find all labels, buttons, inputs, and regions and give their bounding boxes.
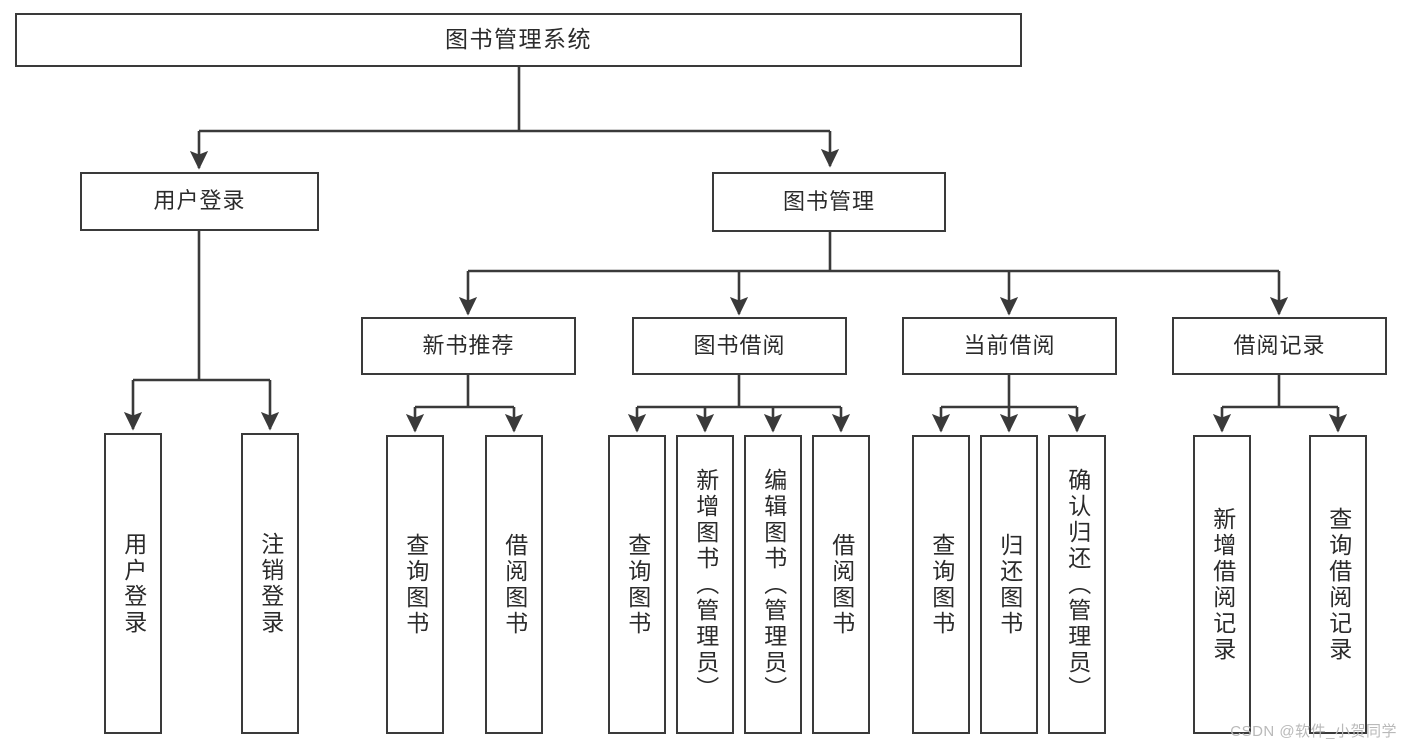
node-borrow-record-label: 借阅记录 xyxy=(1233,332,1326,358)
node-root[interactable]: 图书管理系统 xyxy=(15,13,1022,67)
node-current-borrow-label: 当前借阅 xyxy=(963,332,1056,358)
node-leaf-query-book-2-label: 查询图书 xyxy=(624,532,651,637)
node-leaf-borrow-book-2[interactable]: 借阅图书 xyxy=(812,435,870,734)
node-leaf-add-record[interactable]: 新增借阅记录 xyxy=(1193,435,1251,734)
node-leaf-logout-label: 注销登录 xyxy=(257,531,284,636)
node-leaf-add-book-label: 新增图书（管理员） xyxy=(692,467,719,702)
node-leaf-query-book-3-label: 查询图书 xyxy=(928,532,955,637)
node-leaf-query-book-2[interactable]: 查询图书 xyxy=(608,435,666,734)
node-user-login-label: 用户登录 xyxy=(153,188,246,214)
node-leaf-query-book-1-label: 查询图书 xyxy=(402,532,429,637)
node-leaf-edit-book-label: 编辑图书（管理员） xyxy=(760,467,787,702)
node-book-manage-label: 图书管理 xyxy=(782,188,875,214)
node-leaf-query-book-3[interactable]: 查询图书 xyxy=(912,435,970,734)
node-leaf-confirm-return[interactable]: 确认归还（管理员） xyxy=(1048,435,1106,734)
node-leaf-borrow-book-1-label: 借阅图书 xyxy=(501,532,528,637)
node-leaf-confirm-return-label: 确认归还（管理员） xyxy=(1064,467,1091,702)
node-leaf-add-book[interactable]: 新增图书（管理员） xyxy=(676,435,734,734)
node-leaf-logout[interactable]: 注销登录 xyxy=(241,433,299,734)
node-leaf-query-book-1[interactable]: 查询图书 xyxy=(386,435,444,734)
node-leaf-user-login-label: 用户登录 xyxy=(120,531,147,636)
node-leaf-query-record-label: 查询借阅记录 xyxy=(1325,506,1352,663)
node-book-borrow-label: 图书借阅 xyxy=(693,332,786,358)
node-leaf-borrow-book-2-label: 借阅图书 xyxy=(828,532,855,637)
node-book-manage[interactable]: 图书管理 xyxy=(712,172,946,232)
node-book-borrow[interactable]: 图书借阅 xyxy=(632,317,847,375)
node-leaf-borrow-book-1[interactable]: 借阅图书 xyxy=(485,435,543,734)
node-leaf-user-login[interactable]: 用户登录 xyxy=(104,433,162,734)
node-leaf-add-record-label: 新增借阅记录 xyxy=(1209,506,1236,663)
node-leaf-edit-book[interactable]: 编辑图书（管理员） xyxy=(744,435,802,734)
node-root-label: 图书管理系统 xyxy=(445,26,592,53)
node-leaf-return-book[interactable]: 归还图书 xyxy=(980,435,1038,734)
node-borrow-record[interactable]: 借阅记录 xyxy=(1172,317,1387,375)
node-new-book-recommend[interactable]: 新书推荐 xyxy=(361,317,576,375)
node-user-login[interactable]: 用户登录 xyxy=(80,172,319,231)
node-current-borrow[interactable]: 当前借阅 xyxy=(902,317,1117,375)
node-new-book-recommend-label: 新书推荐 xyxy=(422,332,515,358)
node-leaf-return-book-label: 归还图书 xyxy=(996,532,1023,637)
node-leaf-query-record[interactable]: 查询借阅记录 xyxy=(1309,435,1367,734)
